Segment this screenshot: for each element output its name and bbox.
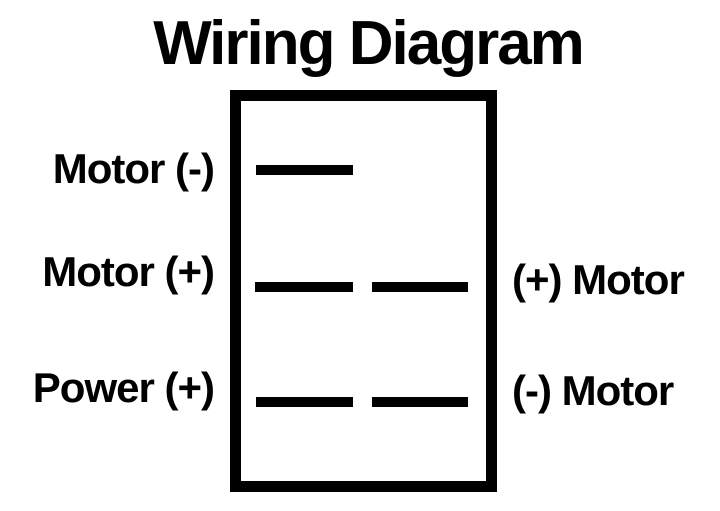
label-right-motor-negative: (-) Motor	[512, 367, 674, 414]
terminal-bar-motor-negative	[256, 165, 353, 175]
terminal-bar-power-positive-right	[372, 397, 468, 407]
diagram-title: Wiring Diagram	[153, 9, 585, 78]
label-motor-negative: Motor (-)	[52, 145, 215, 192]
terminal-bar-power-positive-left	[256, 397, 353, 407]
label-motor-positive: Motor (+)	[42, 248, 215, 295]
label-right-motor-positive: (+) Motor	[512, 256, 685, 303]
terminal-bar-motor-positive-left	[255, 282, 353, 292]
terminal-bar-motor-positive-right	[372, 282, 468, 292]
label-power-positive: Power (+)	[32, 364, 215, 411]
